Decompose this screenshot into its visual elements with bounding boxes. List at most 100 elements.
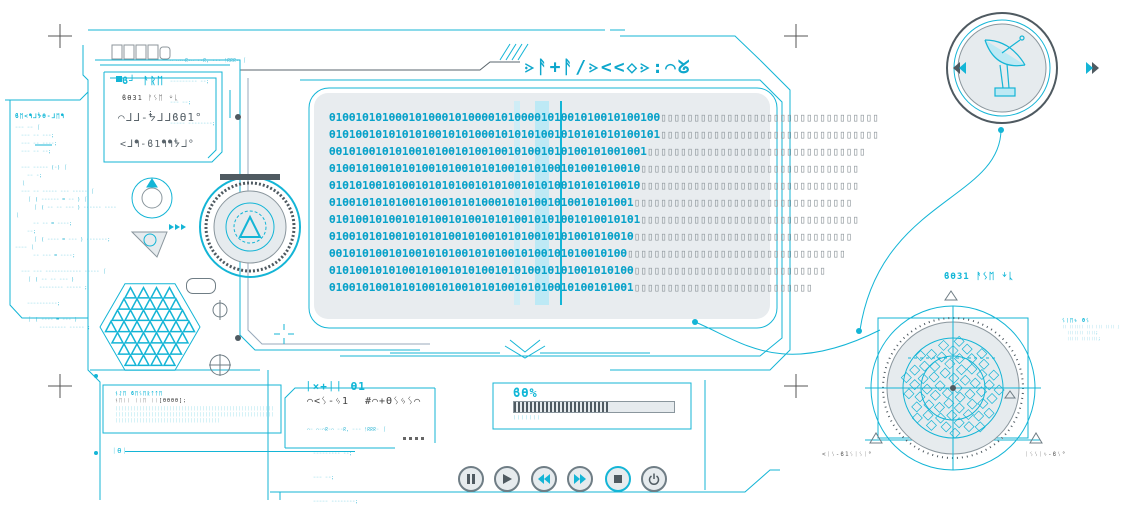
radar-mesh-cell bbox=[966, 353, 978, 365]
header-line: ◦◦◦ ◦◦; bbox=[170, 100, 192, 106]
stop-icon bbox=[614, 475, 622, 483]
mini-toggle[interactable] bbox=[186, 278, 216, 294]
binary-active: ϴ1ϴϴ1ϴ1ϴ1ϴϴ1ϴ1ϴ1ϴ1ϴϴ1ϴ1ϴϴ1ϴ1ϴ1ϴϴ1ϴ1ϴ1ϴϴ1… bbox=[329, 230, 634, 243]
satellite-module bbox=[945, 10, 1110, 135]
binary-active: ϴ1ϴϴ1ϴ1ϴ1ϴϴϴ1ϴ1ϴϴϴ1ϴ1ϴϴϴϴ1ϴ1ϴϴϴϴ1ϴ1ϴϴ1ϴ1… bbox=[329, 111, 661, 124]
hex-triangle bbox=[136, 331, 151, 344]
radar-mesh-cell bbox=[969, 377, 981, 389]
code-line: ⎰ ( ◦◦ ◦◦ ◦◦◦ ) bbox=[15, 277, 75, 283]
binary-active: ϴ1ϴϴ1ϴ1ϴ1ϴ1ϴϴ1ϴ1ϴϴ1ϴ1ϴ1ϴϴϴ1ϴ1ϴ1ϴϴ1ϴ1ϴϴ1ϴ… bbox=[329, 196, 634, 209]
readout-line: ◦◦◦◦◦◦◦◦◦ ◦◦; bbox=[307, 451, 353, 457]
code-line: ◦◦◦◦◦◦◦◦◦ ◦◦◦◦◦ ; bbox=[15, 325, 91, 331]
radar-mesh-cell bbox=[944, 358, 956, 370]
hex-triangle bbox=[149, 353, 164, 367]
code-line bbox=[15, 308, 95, 316]
fast-forward-icon bbox=[574, 474, 586, 484]
hex-triangle bbox=[143, 319, 157, 333]
radar-mesh-cell bbox=[978, 358, 990, 370]
radar-mesh-cell bbox=[973, 410, 985, 422]
hex-triangle bbox=[162, 353, 177, 367]
hex-triangle bbox=[162, 286, 177, 299]
hex-triangle bbox=[123, 308, 138, 322]
binary-inactive: ▯▯▯▯▯▯▯▯▯▯▯▯▯▯▯▯▯▯▯▯▯▯▯▯▯▯▯▯▯▯▯▯▯ bbox=[633, 196, 853, 209]
radar-mesh-cell bbox=[983, 379, 995, 391]
fast-forward-button[interactable] bbox=[567, 466, 593, 492]
radar-mesh-cell bbox=[953, 402, 965, 414]
hex-triangle bbox=[110, 308, 125, 322]
hex-triangle bbox=[110, 331, 125, 344]
radar-mesh-cell bbox=[941, 387, 953, 399]
readout-panel: ᛁ×+ᛁᛁ ϴ1 ⌒<ᛊ-ᛃ1 #⌒+ϴᛊᛃᛊ⌒ ⌒◦ ⌒◦⌒ᖇ◦⌒ ◦◦ᖇ, … bbox=[284, 380, 436, 505]
binary-row: ϴ1ϴϴ1ϴ1ϴ1ϴϴ1ϴ1ϴ1ϴ1ϴϴ1ϴ1ϴϴ1ϴ1ϴ1ϴϴ1ϴ1ϴ1ϴϴ1… bbox=[329, 228, 879, 245]
radar-mesh-cell bbox=[911, 412, 923, 424]
binary-inactive: ▯▯▯▯▯▯▯▯▯▯▯▯▯▯▯▯▯▯▯▯▯▯▯▯▯▯▯▯▯▯▯▯▯ bbox=[640, 162, 859, 175]
radar-annotation-title: ᛊᛁᛖᛃ ϴᛊ bbox=[1062, 318, 1091, 324]
radar-mesh-cell bbox=[977, 398, 989, 410]
code-line: ◦◦◦ ◦◦◦ ◦◦◦◦◦◦◦◦◦◦◦◦ ◦◦◦◦◦ ⎰ bbox=[15, 269, 108, 275]
radar-mesh-cell bbox=[974, 421, 986, 433]
code-line: ◦◦◦ ◦◦ ⎰ bbox=[15, 125, 42, 131]
binary-active: ϴϴ1ϴ1ϴ1ϴϴ1ϴ1ϴϴ1ϴ1ϴ1ϴϴ1ϴ1ϴ1ϴϴ1ϴ1ϴϴ1ϴ1ϴ1ϴϴ… bbox=[329, 247, 628, 260]
hatch-lines bbox=[499, 43, 529, 61]
hex-triangle-grid bbox=[99, 283, 201, 371]
radar-mesh-cell bbox=[943, 397, 955, 409]
binary-active: ϴ1ϴ1ϴϴ1ϴ1ϴϴ1ϴ1ϴ1ϴϴ1ϴ1ϴϴ1ϴ1ϴ1ϴϴ1ϴ1ϴ1ϴϴ1ϴ1… bbox=[329, 213, 641, 226]
radar-mesh-cell bbox=[928, 371, 940, 383]
binary-rows: ϴ1ϴϴ1ϴ1ϴ1ϴϴϴ1ϴ1ϴϴϴ1ϴ1ϴϴϴϴ1ϴ1ϴϴϴϴ1ϴ1ϴϴ1ϴ1… bbox=[329, 109, 879, 296]
hex-triangle bbox=[130, 297, 144, 310]
frame-lines bbox=[5, 24, 1040, 500]
code-line: ◦◦◦ ◦◦ ◦◦◦; bbox=[15, 133, 55, 139]
binary-inactive: ▯▯▯▯▯▯▯▯▯▯▯▯▯▯▯▯▯▯▯▯▯▯▯▯▯▯▯▯▯▯▯▯▯ bbox=[627, 247, 846, 260]
hex-triangle bbox=[156, 319, 170, 333]
binary-inactive: ▯▯▯▯▯▯▯▯▯▯▯▯▯▯▯▯▯▯▯▯▯▯▯▯▯▯▯▯▯▯▯▯▯ bbox=[633, 230, 853, 243]
binary-row: ϴϴ1ϴ1ϴϴ1ϴ1ϴ1ϴϴ1ϴ1ϴϴ1ϴ1ϴϴ1ϴϴ1ϴ1ϴϴ1ϴ1ϴ1ϴϴ1… bbox=[329, 143, 879, 160]
radar-mesh-cell bbox=[953, 335, 965, 347]
radar-mesh-cell bbox=[963, 421, 975, 433]
code-line: ◦◦ ◦◦ = ◦◦◦◦; bbox=[15, 221, 73, 227]
code-lines: ◦◦◦ ◦◦ ⎰ ◦◦◦ ◦◦ ◦◦◦; ◦◦◦ ◦◦ ◦◦◦◦; ◦◦◦ ◦◦… bbox=[15, 124, 116, 332]
pause-button[interactable] bbox=[458, 466, 484, 492]
code-line: ◦◦; bbox=[15, 229, 37, 235]
radar-mesh-cell bbox=[939, 367, 951, 379]
hex-outline bbox=[99, 283, 201, 371]
code-line: ◦◦◦ ◦◦ ◦◦; bbox=[15, 149, 52, 155]
play-button[interactable] bbox=[494, 466, 520, 492]
scanner-dial bbox=[199, 174, 301, 278]
hex-triangle bbox=[175, 331, 190, 344]
code-line: ◦◦◦◦◦◦◦◦ ◦◦◦◦◦ ; bbox=[15, 285, 88, 291]
main-display: ϴ1ϴϴ1ϴ1ϴ1ϴϴϴ1ϴ1ϴϴϴ1ϴ1ϴϴϴϴ1ϴ1ϴϴϴϴ1ϴ1ϴϴ1ϴ1… bbox=[308, 87, 879, 352]
compass-gauge bbox=[131, 177, 173, 219]
hex-triangle bbox=[182, 319, 196, 333]
binary-inactive: ▯▯▯▯▯▯▯▯▯▯▯▯▯▯▯▯▯▯▯▯▯▯▯▯▯▯▯▯▯▯▯▯▯ bbox=[660, 111, 879, 124]
code-line: ◦◦◦◦◦◦◦◦◦◦; bbox=[15, 301, 61, 307]
hex-triangle bbox=[123, 331, 138, 344]
stop-button[interactable] bbox=[605, 466, 631, 492]
progress-sub: ᛁᛁᛁᛁᛁᛁᛁ bbox=[513, 415, 542, 421]
power-button[interactable] bbox=[641, 466, 667, 492]
radar-mesh-cell bbox=[938, 339, 950, 351]
radar-annotation-line: ᛁᛁᛁᛁᛁ ᛁᛁᛁᛁᛁᛁᛁ; bbox=[1062, 336, 1101, 341]
info-line: ᛁᛁᛁᛁᛁᛁᛁᛁᛁᛁᛁᛁᛁᛁᛁᛁᛁᛁᛁᛁᛁᛁᛁᛁᛁᛁᛁᛁᛁᛁᛁᛁᛁᛁᛁᛁᛁᛁᛁᛁ… bbox=[115, 412, 275, 418]
radar-annotation: ᛊᛁᛖᛃ ϴᛊ ᛁᛁ ᛁᛁᛁᛁᛁᛁ ᛁᛁᛁ ᛁᛁᛁ ᛁᛁᛁᛁ ⎰ ᛁᛁᛁᛁᛁᛁᛁ… bbox=[1062, 318, 1120, 342]
scan-highlight bbox=[514, 101, 520, 305]
progress-track bbox=[513, 401, 675, 413]
readout-lines: ⌒◦ ⌒◦⌒ᖇ◦⌒ ◦◦ᖇ, ◦◦◦ ᚨᖇᖇᖇ◦ ⎰ ◦◦◦◦◦◦◦◦◦ ◦◦;… bbox=[307, 410, 387, 522]
radar-mesh-cell bbox=[955, 364, 967, 376]
rewind-button[interactable] bbox=[531, 466, 557, 492]
binary-row: ϴ1ϴ1ϴϴ1ϴ1ϴ1ϴϴ1ϴ1ϴϴ1ϴ1ϴ1ϴϴ1ϴ1ϴ1ϴϴ1ϴ1ϴ1ϴϴ1… bbox=[329, 262, 879, 279]
readout-line: ◦◦◦ ◦◦; bbox=[307, 475, 335, 481]
chevron-deco bbox=[390, 339, 650, 359]
code-panel-title: ϐᛖ<ᖳᒧᖭϴ-ᒧᛖᖳ bbox=[15, 113, 65, 120]
binary-inactive: ▯▯▯▯▯▯▯▯▯▯▯▯▯▯▯▯▯▯▯▯▯▯▯▯▯▯▯ bbox=[633, 281, 813, 294]
power-icon bbox=[648, 473, 660, 485]
info-line: ᛁᛁᛁᛁᛁᛁᛁᛁᛁᛁᛁᛁᛁᛁᛁᛁᛁᛁᛁᛁᛁᛁᛁᛁᛁᛁᛁᛁᛁᛁᛁᛁᛁᛁᛁᛁᛁᛁᛁᛁ… bbox=[115, 406, 275, 412]
radar-mesh-cell bbox=[917, 373, 929, 385]
radar-mesh-cell bbox=[959, 374, 971, 386]
info-footer-label: ᛁϴᛁ bbox=[112, 447, 128, 455]
radar-mesh-cell bbox=[929, 361, 941, 373]
radar-mesh-cell bbox=[966, 398, 978, 410]
progress-label: ϐϴ% bbox=[513, 386, 538, 400]
small-crosshair bbox=[274, 324, 294, 344]
triangle-knob-icon[interactable] bbox=[127, 222, 187, 262]
hex-triangle bbox=[117, 297, 131, 310]
